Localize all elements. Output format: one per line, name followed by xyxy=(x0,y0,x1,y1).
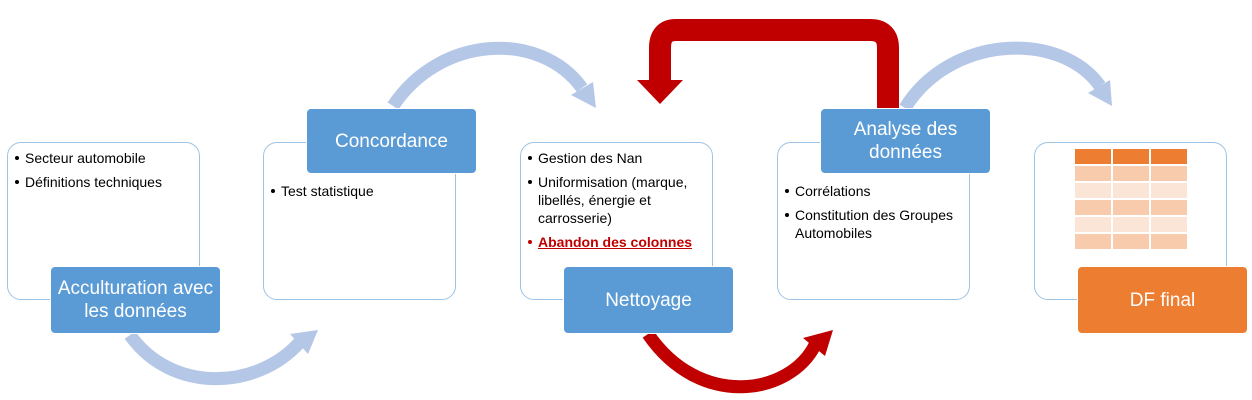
bullet-list: Secteur automobile Définitions technique… xyxy=(15,149,195,197)
step-label-concordance: Concordance xyxy=(306,108,477,174)
bullet-list: Corrélations Constitution des Groupes Au… xyxy=(785,182,965,248)
arrow-head-2 xyxy=(571,82,596,108)
step-label-analyse: Analyse des données xyxy=(820,108,991,174)
step-label-nettoyage: Nettoyage xyxy=(563,266,734,334)
table-icon xyxy=(1073,147,1189,251)
arrow-analyse-to-dffinal xyxy=(899,41,1106,112)
bullet-list: Test statistique xyxy=(271,182,451,206)
bullet-item: Définitions techniques xyxy=(15,173,195,191)
bullet-item: Constitution des Groupes Automobiles xyxy=(785,206,965,242)
step-label-df-final: DF final xyxy=(1077,266,1248,334)
loop-arrow-analyse-to-nettoyage xyxy=(649,19,899,110)
arrow-head-4 xyxy=(803,330,833,356)
arrow-nettoyage-to-analyse xyxy=(642,330,821,394)
bullet-item: Secteur automobile xyxy=(15,149,195,167)
arrow-acculturation-to-concordance xyxy=(124,331,305,386)
bullet-item: Uniformisation (marque, libellés, énergi… xyxy=(528,173,710,227)
bullet-item: Gestion des Nan xyxy=(528,149,710,167)
step-label-acculturation: Acculturation avec les données xyxy=(50,266,221,334)
bullet-item: Corrélations xyxy=(785,182,965,200)
loop-arrow-head xyxy=(637,80,683,104)
arrow-head-1 xyxy=(290,330,318,354)
bullet-item-highlighted: Abandon des colonnes xyxy=(528,233,710,251)
arrow-head-3 xyxy=(1088,80,1112,106)
arrow-concordance-to-nettoyage xyxy=(387,41,588,110)
bullet-item: Test statistique xyxy=(271,182,451,200)
bullet-list: Gestion des Nan Uniformisation (marque, … xyxy=(528,149,710,257)
